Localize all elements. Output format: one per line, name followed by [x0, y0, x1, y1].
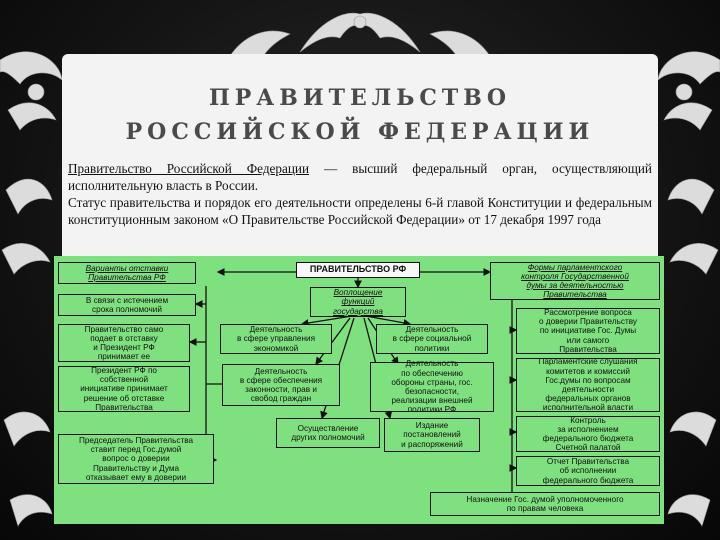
control-item-2: Парламентские слушания комитетов и комис…: [516, 357, 660, 412]
function-social: Деятельность в сфере социальной политики: [376, 324, 488, 354]
control-item-4: Отчет Правительства об исполнении федера…: [516, 456, 660, 486]
resignation-header: Варианты отставки Правительства РФ: [58, 262, 196, 284]
function-decrees: Издание постановлений и распоряжений: [384, 418, 480, 452]
function-defense: Деятельность по обеспечению обороны стра…: [370, 359, 494, 414]
resignation-item-4: Председатель Правительства ставит перед …: [58, 434, 214, 484]
control-header: Формы парламентского контроля Государств…: [490, 262, 660, 300]
function-other-powers: Осуществление других полномочий: [276, 418, 380, 448]
control-item-5: Назначение Гос. думой уполномоченного по…: [430, 492, 660, 516]
functions-header: Воплощение функций государства: [310, 287, 406, 317]
control-item-1: Рассмотрение вопроса о доверии Правитель…: [516, 308, 660, 354]
resignation-item-2: Правительство само подает в отставку и П…: [58, 324, 190, 362]
government-diagram: ПРАВИТЕЛЬСТВО РФ Варианты отставки Прави…: [54, 256, 664, 524]
control-item-3: Контроль за исполнением федерального бюд…: [516, 416, 660, 452]
intro-definition: — высший федеральный орган, осуществляющ…: [68, 161, 652, 193]
government-top-box: ПРАВИТЕЛЬСТВО РФ: [296, 262, 420, 278]
resignation-item-3: Президент РФ по собственной инициативе п…: [58, 366, 190, 412]
function-economy: Деятельность в сфере управления экономик…: [220, 324, 332, 354]
function-law: Деятельность в сфере обеспечения законно…: [222, 364, 340, 406]
intro-text: Правительство Российской Федерации — выс…: [68, 160, 652, 228]
page-title-line1: ПРАВИТЕЛЬСТВО: [208, 85, 511, 111]
intro-paragraph-2: Статус правительства и порядок его деяте…: [68, 195, 652, 227]
page-title-line2: РОССИЙСКОЙ ФЕДЕРАЦИИ: [125, 119, 595, 145]
intro-paragraph-1: Правительство Российской Федерации — выс…: [68, 160, 652, 194]
resignation-item-1: В связи с истечением срока полномочий: [58, 294, 196, 316]
title-panel: [62, 54, 658, 264]
intro-term: Правительство Российской Федерации: [68, 161, 310, 176]
